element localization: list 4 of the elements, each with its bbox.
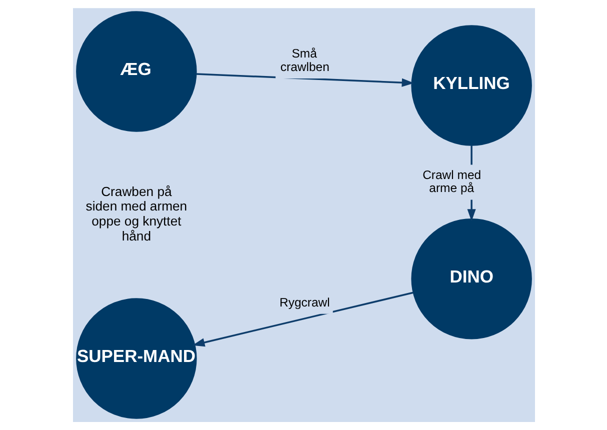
edge-label: Rygcrawl — [279, 296, 330, 310]
edge-label: Crawl med arme på — [422, 168, 481, 195]
label: Crawben på siden med armen oppe og knyttet hånd — [85, 184, 187, 244]
edge-label: Små crawlben — [280, 46, 329, 74]
